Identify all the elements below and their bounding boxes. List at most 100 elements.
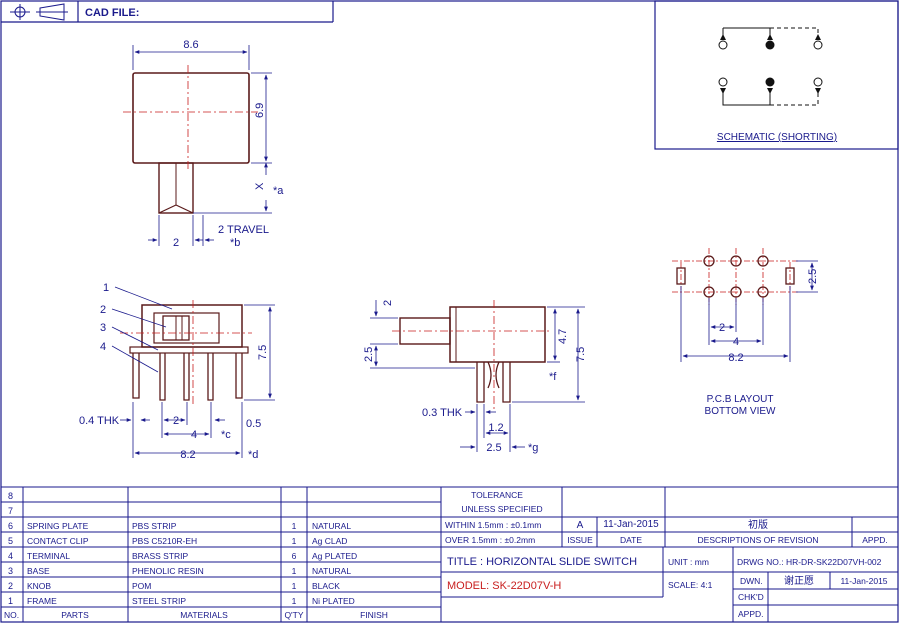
- svg-text:FINISH: FINISH: [360, 610, 388, 620]
- top-view-mark-a: *a: [273, 185, 284, 197]
- pcb-subtitle: BOTTOM VIEW: [705, 406, 776, 417]
- appd-label: APPD.: [738, 609, 764, 619]
- side-pin-gap-dim: 1.2: [488, 422, 503, 434]
- svg-text:PBS STRIP: PBS STRIP: [132, 521, 177, 531]
- svg-text:CONTACT CLIP: CONTACT CLIP: [27, 536, 89, 546]
- callout-2: 2: [100, 304, 106, 316]
- svg-text:Ag CLAD: Ag CLAD: [312, 536, 347, 546]
- svg-text:6: 6: [8, 521, 13, 531]
- pcb-title: P.C.B LAYOUT: [707, 394, 774, 405]
- bom-row: 1 FRAME STEEL STRIP 1 Ni PLATED: [8, 596, 355, 606]
- svg-text:Ni PLATED: Ni PLATED: [312, 596, 355, 606]
- tolerance-sub: UNLESS SPECIFIED: [461, 504, 542, 514]
- revision-issue: A: [577, 520, 584, 531]
- svg-text:MATERIALS: MATERIALS: [180, 610, 228, 620]
- bom-table: 8 7 6 SPRING PLATE PBS STRIP 1 NATURAL 5…: [0, 486, 442, 623]
- schematic-box: SCHEMATIC (SHORTING): [654, 0, 899, 150]
- revision-desc-header: DESCRIPTIONS OF REVISION: [698, 535, 819, 545]
- front-mark-d: *d: [248, 449, 258, 461]
- drawing-title: TITLE : HORIZONTAL SLIDE SWITCH: [447, 556, 637, 568]
- svg-text:PHENOLIC RESIN: PHENOLIC RESIN: [132, 566, 204, 576]
- top-view-width-dim: 8.6: [183, 39, 198, 51]
- front-overall-dim: 8.2: [180, 449, 195, 461]
- top-view-height-dim: 6.9: [254, 103, 266, 118]
- unit-label: UNIT : mm: [668, 557, 709, 567]
- side-lever-dim: 2: [382, 300, 394, 306]
- tolerance-within: WITHIN 1.5mm : ±0.1mm: [445, 520, 541, 530]
- side-view: 2 2.5 4.7 7.5 *f 0.3 THK 1.2 2.5 *g: [363, 300, 587, 454]
- top-view-travel-dim: 2 TRAVEL: [218, 224, 269, 236]
- svg-text:POM: POM: [132, 581, 151, 591]
- svg-text:3: 3: [8, 566, 13, 576]
- top-view: 8.6 6.9 X *a 2 2 TRAVEL *b: [123, 39, 284, 249]
- front-thk-dim: 0.4 THK: [79, 415, 120, 427]
- front-pitch-dim: 2: [173, 415, 179, 427]
- svg-text:FRAME: FRAME: [27, 596, 57, 606]
- pcb-pitch-dim: 2: [719, 322, 725, 334]
- svg-text:Q'TY: Q'TY: [284, 610, 303, 620]
- svg-text:1: 1: [292, 566, 297, 576]
- side-body-dim: 4.7: [557, 329, 569, 344]
- svg-text:TERMINAL: TERMINAL: [27, 551, 70, 561]
- svg-text:6: 6: [292, 551, 297, 561]
- scale-label: SCALE: 4:1: [668, 580, 713, 590]
- revision-desc: 初版: [748, 518, 768, 531]
- tolerance-over: OVER 1.5mm : ±0.2mm: [445, 535, 535, 545]
- tolerance-title: TOLERANCE: [471, 490, 523, 500]
- dwn-name: 谢正愿: [784, 574, 814, 587]
- cad-file-label: CAD FILE:: [85, 7, 139, 19]
- svg-text:5: 5: [8, 536, 13, 546]
- front-height-dim: 7.5: [257, 345, 269, 360]
- svg-text:1: 1: [292, 536, 297, 546]
- svg-text:7: 7: [8, 506, 13, 516]
- svg-text:NATURAL: NATURAL: [312, 566, 351, 576]
- front-offset-dim: 0.5: [246, 418, 261, 430]
- front-view: 1 2 3 4 7.5 0.4 THK 2 4 *c 0.5 8.2 *d: [79, 282, 275, 461]
- dwn-date: 11-Jan-2015: [840, 576, 887, 586]
- side-mark-f: *f: [549, 371, 557, 383]
- svg-text:1: 1: [8, 596, 13, 606]
- revision-date-header: DATE: [620, 535, 642, 545]
- pcb-row-pitch-dim: 2.5: [807, 269, 819, 284]
- dwn-label: DWN.: [740, 576, 763, 586]
- revision-date: 11-Jan-2015: [603, 519, 659, 530]
- top-view-lever-dim: 2: [173, 237, 179, 249]
- projection-symbol-icon: [10, 3, 68, 21]
- top-view-x-label: X: [254, 182, 266, 190]
- callout-3: 3: [100, 322, 106, 334]
- revision-issue-header: ISSUE: [567, 535, 593, 545]
- svg-text:Ag PLATED: Ag PLATED: [312, 551, 357, 561]
- svg-text:NATURAL: NATURAL: [312, 521, 351, 531]
- svg-text:4: 4: [8, 551, 13, 561]
- svg-text:BRASS STRIP: BRASS STRIP: [132, 551, 189, 561]
- schematic-caption: SCHEMATIC (SHORTING): [717, 132, 837, 143]
- svg-text:PBS C5210R-EH: PBS C5210R-EH: [132, 536, 197, 546]
- bom-row: 2 KNOB POM 1 BLACK: [8, 581, 340, 591]
- svg-text:BASE: BASE: [27, 566, 50, 576]
- svg-text:1: 1: [292, 581, 297, 591]
- revision-appd-header: APPD.: [862, 535, 888, 545]
- pcb-overall-dim: 8.2: [728, 352, 743, 364]
- side-pin-span-dim: 2.5: [486, 442, 501, 454]
- drawing-number: DRWG NO.: HR-DR-SK22D07VH-002: [737, 557, 882, 567]
- side-mark-g: *g: [528, 442, 538, 454]
- callout-4: 4: [100, 341, 106, 353]
- side-thk-dim: 0.3 THK: [422, 407, 463, 419]
- bom-row: 4 TERMINAL BRASS STRIP 6 Ag PLATED: [8, 551, 357, 561]
- svg-text:1: 1: [292, 596, 297, 606]
- front-span-dim: 4: [191, 429, 197, 441]
- svg-text:STEEL STRIP: STEEL STRIP: [132, 596, 186, 606]
- svg-text:PARTS: PARTS: [61, 610, 89, 620]
- title-block: TOLERANCE UNLESS SPECIFIED WITHIN 1.5mm …: [440, 486, 899, 623]
- svg-text:BLACK: BLACK: [312, 581, 340, 591]
- side-total-dim: 7.5: [575, 347, 587, 362]
- callout-1: 1: [103, 282, 109, 294]
- side-lever-offset-dim: 2.5: [363, 347, 375, 362]
- svg-text:2: 2: [8, 581, 13, 591]
- bom-header-row: NO. PARTS MATERIALS Q'TY FINISH: [4, 610, 388, 620]
- svg-text:SPRING PLATE: SPRING PLATE: [27, 521, 89, 531]
- bom-row: 5 CONTACT CLIP PBS C5210R-EH 1 Ag CLAD: [8, 536, 347, 546]
- front-mark-c: *c: [221, 429, 231, 441]
- svg-text:NO.: NO.: [4, 610, 19, 620]
- chkd-label: CHK'D: [738, 592, 764, 602]
